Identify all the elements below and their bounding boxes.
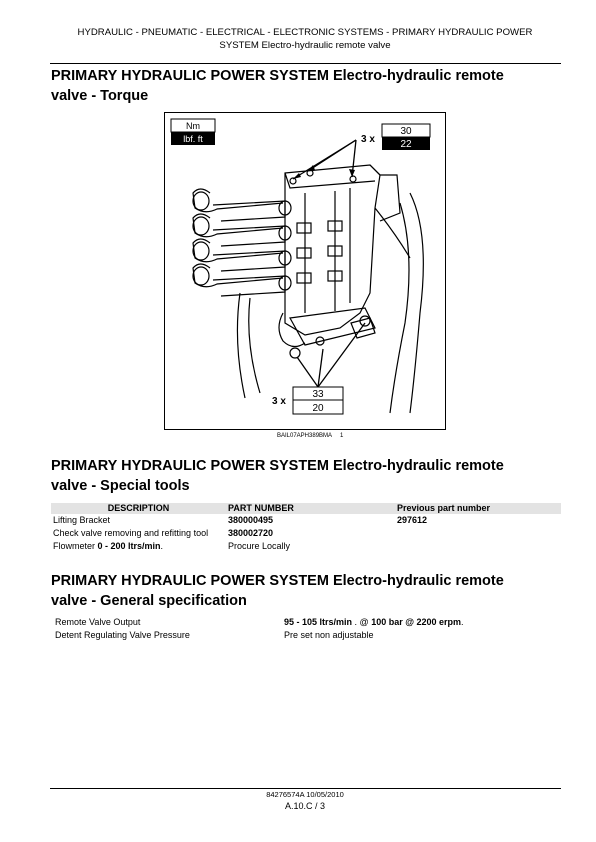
legend-lbf: lbf. ft (183, 134, 203, 144)
torque-heading: PRIMARY HYDRAULIC POWER SYSTEM Electro-h… (51, 67, 561, 106)
header-rule (50, 63, 561, 64)
column-header-part-number: PART NUMBER (226, 503, 395, 514)
torque-heading-line-2: valve - Torque (51, 87, 149, 104)
flowmeter-range: 0 - 200 ltrs/min (97, 541, 161, 551)
figure-caption: BAIL07APH389BMA 1 (277, 433, 343, 439)
document-number: 84276574A 10/05/2010 (266, 790, 344, 799)
spec-row: Detent Regulating Valve Pressure Pre set… (55, 629, 561, 642)
tools-heading: PRIMARY HYDRAULIC POWER SYSTEM Electro-h… (51, 457, 561, 496)
output-flow: 95 - 105 ltrs/min (284, 617, 353, 627)
spec-heading-line-1: PRIMARY HYDRAULIC POWER SYSTEM Electro-h… (51, 573, 504, 589)
header-line-2: SYSTEM Electro-hydraulic remote valve (219, 39, 391, 51)
bottom-torque-callout: 3 x 33 20 (272, 322, 366, 415)
running-header: HYDRAULIC - PNEUMATIC - ELECTRICAL - ELE… (50, 27, 560, 52)
column-header-previous-part-number: Previous part number (395, 503, 561, 514)
spec-value: Pre set non adjustable (284, 630, 374, 640)
spec-row: Remote Valve Output 95 - 105 ltrs/min . … (55, 616, 561, 629)
tool-previous-part-number: 297612 (397, 515, 428, 525)
tool-part-number: 380002720 (228, 528, 274, 538)
spec-label: Detent Regulating Valve Pressure (55, 630, 190, 640)
tool-previous-part-number (395, 540, 561, 553)
tool-part-number: 380000495 (228, 515, 274, 525)
page-footer: 84276574A 10/05/2010 A.10.C / 3 (50, 790, 560, 813)
bottom-torque-nm: 33 (312, 389, 324, 400)
figure-number: 1 (340, 433, 344, 439)
table-row: Flowmeter 0 - 200 ltrs/min. Procure Loca… (51, 540, 561, 553)
unit-legend: Nm lbf. ft (170, 118, 216, 145)
output-condition: 100 bar @ 2200 erpm (371, 617, 462, 627)
column-header-description: DESCRIPTION (51, 503, 226, 514)
general-specification: Remote Valve Output 95 - 105 ltrs/min . … (55, 616, 561, 642)
tools-heading-line-2: valve - Special tools (51, 477, 190, 494)
top-torque-callout: 3 x 30 22 (292, 123, 431, 180)
special-tools-table: DESCRIPTION PART NUMBER Previous part nu… (51, 503, 561, 553)
tool-description: Flowmeter 0 - 200 ltrs/min. (51, 540, 226, 553)
output-suffix: . (461, 617, 464, 627)
top-torque-lbf: 22 (400, 139, 412, 150)
flowmeter-label: Flowmeter (53, 541, 98, 551)
top-torque-nm: 30 (400, 126, 412, 137)
figure-code: BAIL07APH389BMA (277, 433, 333, 439)
spec-value: 95 - 105 ltrs/min . @ 100 bar @ 2200 erp… (284, 616, 464, 629)
top-quantity: 3 x (361, 134, 375, 145)
bottom-quantity: 3 x (272, 396, 286, 407)
spec-label: Remote Valve Output (55, 617, 141, 627)
header-line-1: HYDRAULIC - PNEUMATIC - ELECTRICAL - ELE… (77, 27, 533, 38)
valve-block-drawing (192, 164, 424, 414)
valve-illustration: Nm lbf. ft 3 x 30 22 3 x 33 20 (170, 118, 431, 415)
spec-heading-line-2: valve - General specification (51, 592, 247, 609)
footer-rule (50, 788, 561, 789)
flowmeter-suffix: . (160, 541, 164, 551)
tool-previous-part-number (395, 527, 561, 540)
torque-figure: Nm lbf. ft 3 x 30 22 3 x 33 20 (164, 112, 446, 430)
tool-description: Check valve removing and refitting tool (53, 528, 209, 538)
tool-description: Lifting Bracket (53, 515, 111, 525)
output-at: . @ (352, 617, 372, 627)
table-header-row: DESCRIPTION PART NUMBER Previous part nu… (51, 503, 561, 514)
spec-heading: PRIMARY HYDRAULIC POWER SYSTEM Electro-h… (51, 572, 561, 611)
table-row: Lifting Bracket 380000495 297612 (51, 514, 561, 527)
legend-nm: Nm (186, 121, 200, 131)
tools-heading-line-1: PRIMARY HYDRAULIC POWER SYSTEM Electro-h… (51, 458, 504, 474)
page-number: A.10.C / 3 (284, 801, 326, 811)
tool-part-number: Procure Locally (228, 541, 291, 551)
bottom-torque-lbf: 20 (312, 403, 324, 414)
torque-heading-line-1: PRIMARY HYDRAULIC POWER SYSTEM Electro-h… (51, 68, 504, 84)
table-row: Check valve removing and refitting tool … (51, 527, 561, 540)
